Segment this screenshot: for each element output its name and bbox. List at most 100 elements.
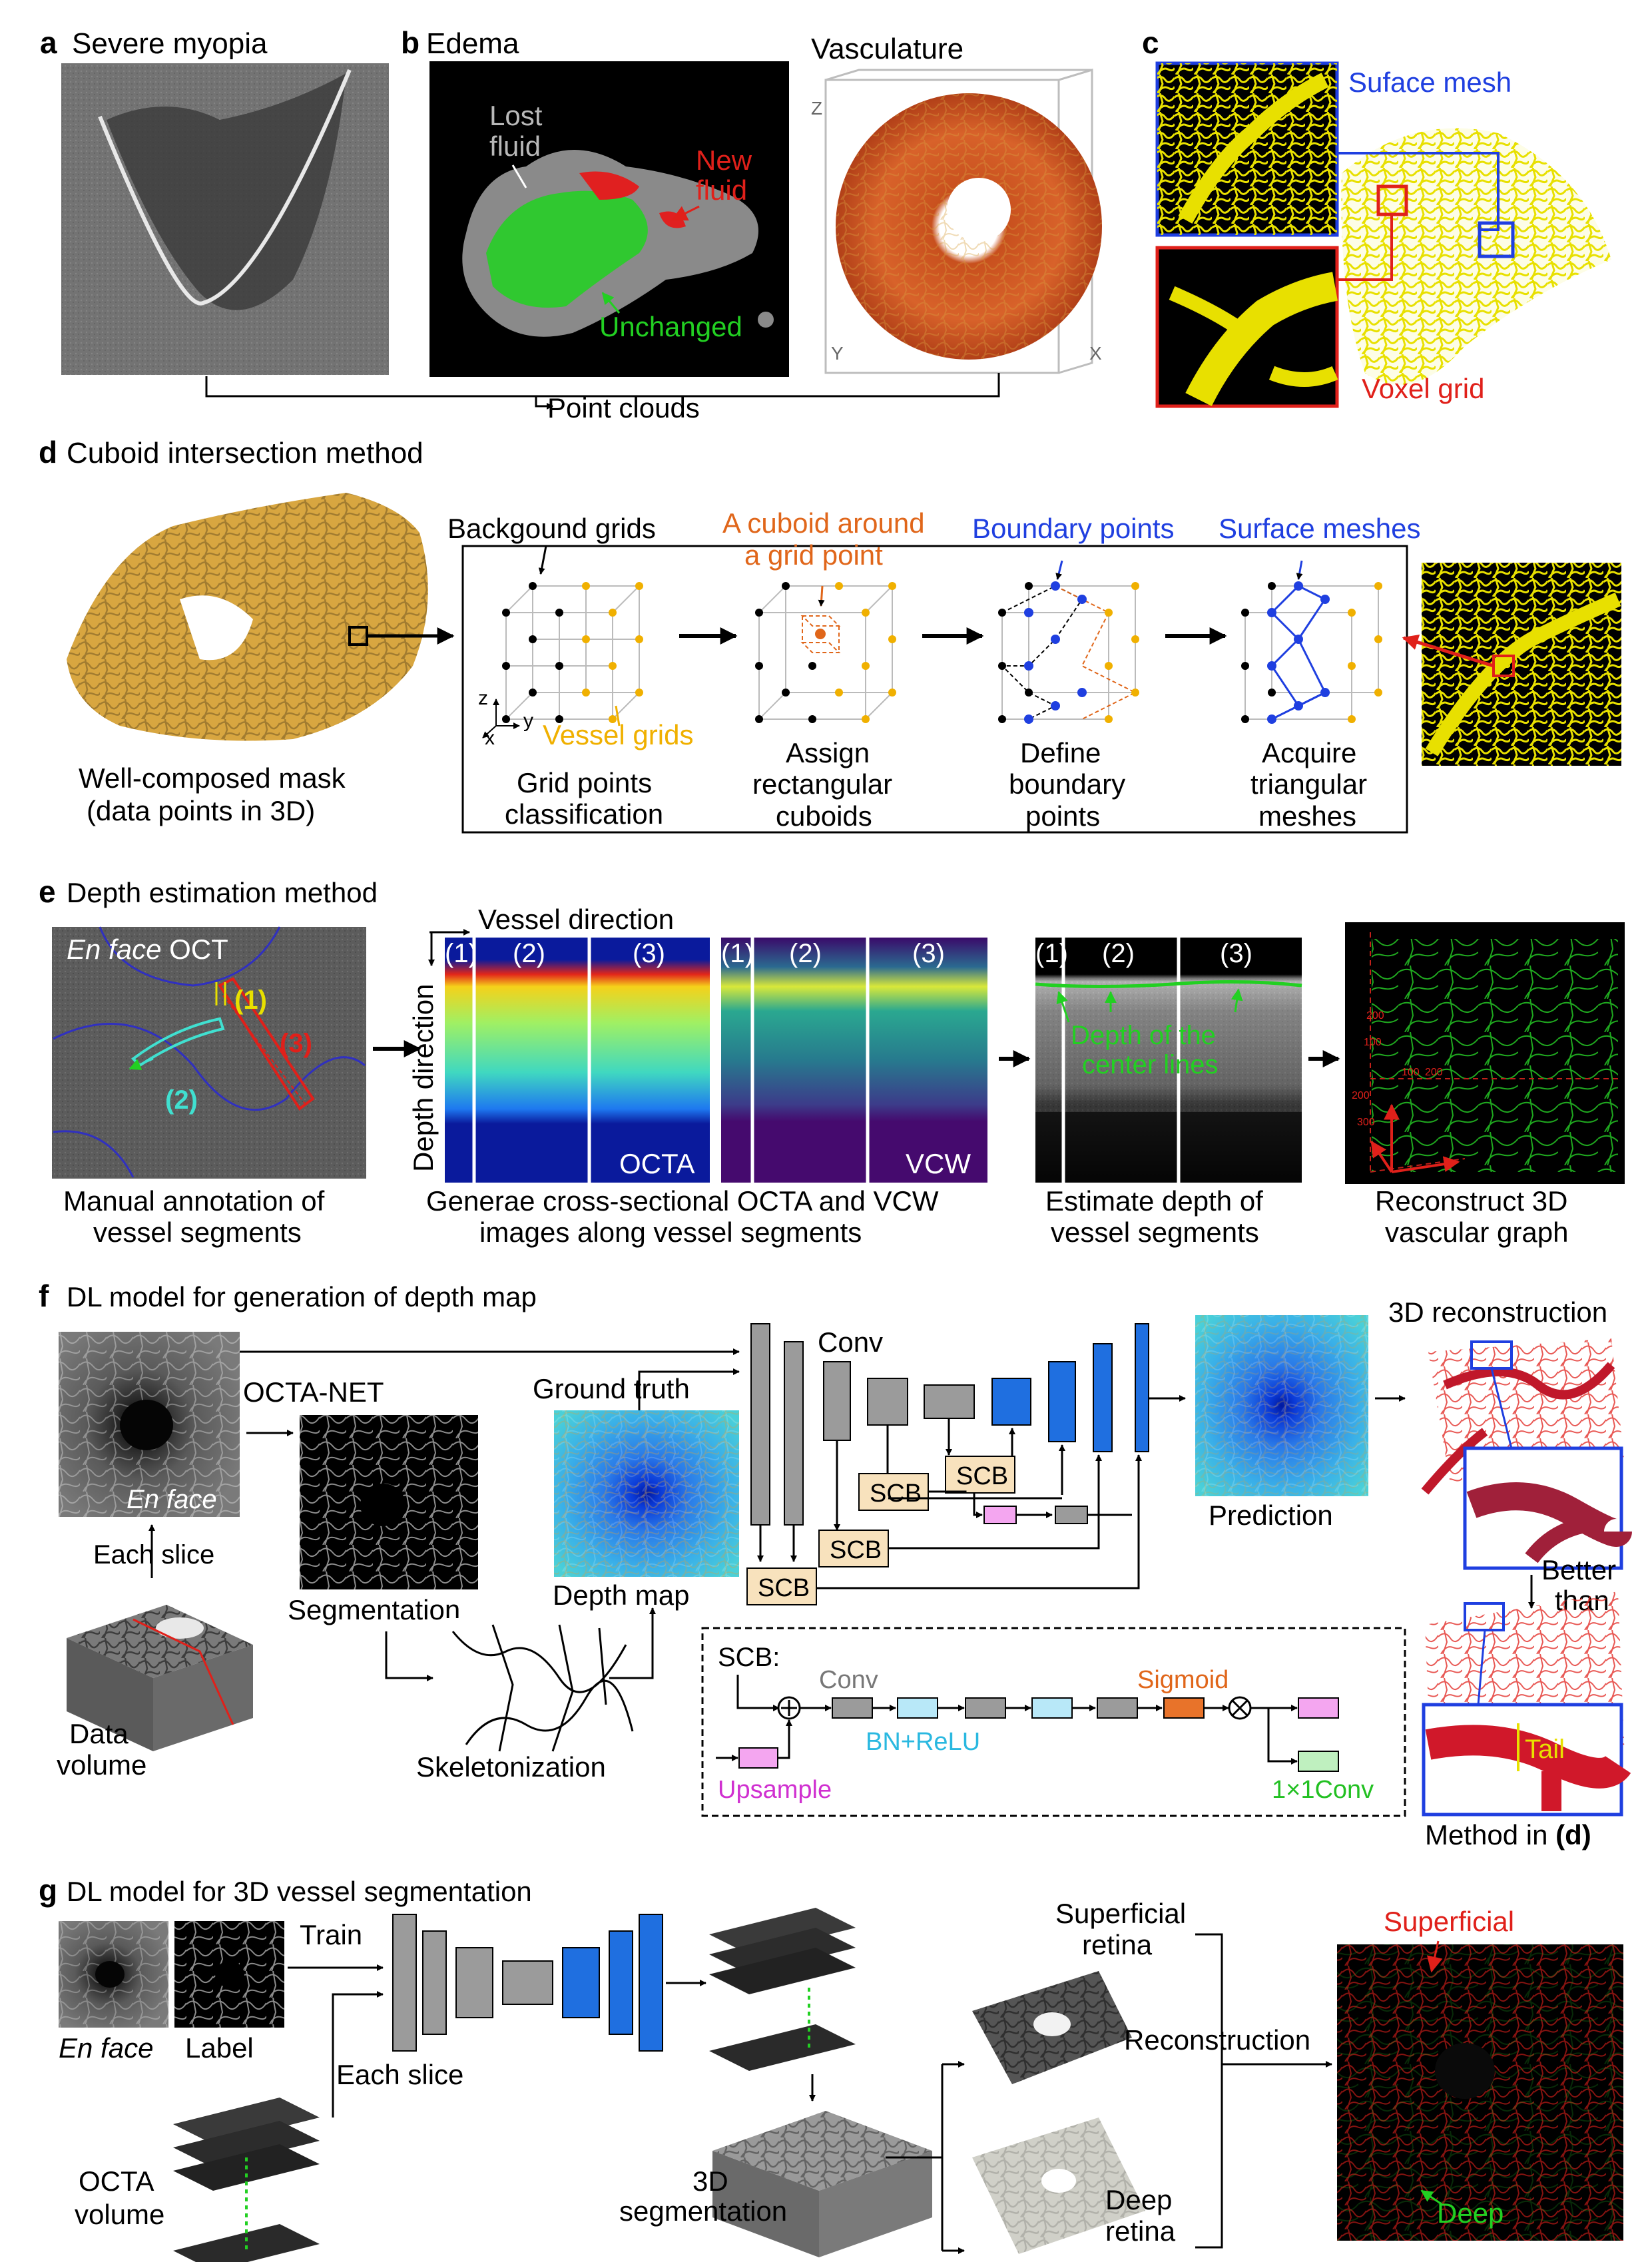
octa-seg1: (1) <box>445 939 477 968</box>
cuboid-method-frame <box>461 545 1408 834</box>
tail-label: Tail <box>1525 1735 1565 1764</box>
data-volume <box>67 1605 253 1751</box>
skeletonization-label: Skeletonization <box>416 1751 606 1783</box>
panel-g-title: DL model for 3D vessel segmentation <box>67 1876 532 1907</box>
panel-d: d Cuboid intersection method Well-compos… <box>39 435 1621 834</box>
unet-g-dec-2 <box>609 1930 633 2035</box>
new-fluid-arrow <box>671 205 700 221</box>
mask-caption-line2: (data points in 3D) <box>87 795 315 826</box>
vasculature-box: Z Y X <box>811 68 1102 374</box>
panel-g-letter: g <box>39 1873 57 1908</box>
ground-truth-label: Ground truth <box>533 1373 690 1404</box>
depth-direction-label: Depth direction <box>408 984 439 1173</box>
recon-3d-image <box>1421 1338 1632 1570</box>
new-label-line2: fluid <box>696 174 747 206</box>
vcw-cross-section <box>721 938 987 1183</box>
seg-3d-label-line1: 3D <box>692 2165 728 2197</box>
vessel-direction-label: Vessel direction <box>478 904 674 935</box>
panel-a: a Severe myopia <box>40 25 389 375</box>
scb-sigmoid-block <box>1163 1697 1205 1719</box>
deep-retina-label-line2: retina <box>1105 2215 1176 2247</box>
graph-tick-2: 100 <box>1364 1037 1382 1048</box>
octa-seg3: (3) <box>633 939 665 968</box>
segmentation-label: Segmentation <box>288 1594 460 1625</box>
seg-3d-volume <box>712 2111 932 2257</box>
octa-seg2: (2) <box>513 939 545 968</box>
e-caption1-line1: Manual annotation of <box>63 1185 325 1217</box>
segment-2-label: (2) <box>165 1085 198 1115</box>
unet-enc-block-2 <box>784 1341 804 1526</box>
scb-upsample-block <box>738 1747 778 1769</box>
unet-g-dec-1 <box>562 1947 600 2018</box>
axis-y-label: Y <box>831 343 844 364</box>
surface-meshes-label: Surface meshes <box>1219 513 1420 544</box>
lost-label-line1: Lost <box>489 100 543 131</box>
prediction-label: Prediction <box>1209 1500 1333 1531</box>
step4-caption-line1: Acquire <box>1262 737 1356 768</box>
scb-bn-1 <box>897 1697 938 1719</box>
vcw-seg1: (1) <box>721 939 754 968</box>
superficial-retina-volume <box>972 1971 1132 2084</box>
scb-block-4 <box>945 1456 1015 1494</box>
segmented-stack <box>709 1908 856 2071</box>
method-in-ref: (d) <box>1555 1819 1591 1850</box>
depth-center-label-line2: center lines <box>1082 1050 1219 1079</box>
bscan-seg2: (2) <box>1102 939 1135 968</box>
superficial-label: Superficial <box>1384 1906 1514 1937</box>
cuboid-label-line1: A cuboid around <box>722 507 925 539</box>
skeleton-image <box>446 1618 636 1758</box>
reconstruction-label: Reconstruction <box>1124 2024 1310 2056</box>
graph-tick-1: 200 <box>1366 1010 1384 1021</box>
train-label: Train <box>300 1919 362 1950</box>
panel-d-letter: d <box>39 435 57 469</box>
point-clouds-label: Point clouds <box>547 392 700 424</box>
scb-block-1 <box>746 1567 817 1605</box>
scb-conv-2 <box>965 1697 1006 1719</box>
lost-label-line2: fluid <box>489 131 541 162</box>
vcw-seg3: (3) <box>912 939 945 968</box>
step2-caption-line1: Assign <box>786 737 870 768</box>
panel-g: g DL model for 3D vessel segmentation En… <box>39 1873 1623 2262</box>
data-volume-label-line2: volume <box>57 1749 146 1781</box>
better-label-line1: Better <box>1541 1554 1616 1585</box>
seg-3d-label-line2: segmentation <box>619 2195 787 2227</box>
panel-b: b Edema Lost fluid New fluid Unchanged V… <box>401 25 1102 377</box>
graph-tick-6: 300 <box>1357 1117 1375 1128</box>
bscan-seg3: (3) <box>1220 939 1252 968</box>
superficial-retina-label-line1: Superficial <box>1055 1898 1186 1929</box>
new-label-line1: New <box>696 144 752 176</box>
superficial-retina-label-line2: retina <box>1082 1929 1153 1960</box>
unet-g-enc-2 <box>422 1930 447 2035</box>
vcw-label: VCW <box>906 1148 971 1179</box>
panel-a-title: Severe myopia <box>72 27 268 60</box>
panel-f: f DL model for generation of depth map E… <box>39 1278 1632 1850</box>
g-each-slice-label: Each slice <box>336 2059 463 2090</box>
unchanged-label: Unchanged <box>599 311 742 342</box>
scb-conv-label: Conv <box>819 1666 878 1694</box>
octa-volume-label-line2: volume <box>75 2199 164 2230</box>
axis-x-label: X <box>1089 343 1102 364</box>
segment-1-label: (1) <box>234 986 267 1015</box>
unet-bottleneck <box>924 1384 975 1419</box>
scb-bn-2 <box>1031 1697 1073 1719</box>
step4-caption-line2: triangular <box>1250 768 1367 800</box>
upsample-label: Upsample <box>718 1776 832 1804</box>
conv1x1-label: 1×1Conv <box>1272 1776 1374 1804</box>
mask-roi <box>348 626 368 646</box>
step3-caption-line2: boundary <box>1009 768 1125 800</box>
panel-b-letter: b <box>401 25 419 60</box>
unet-segmentation <box>392 1914 663 2052</box>
cube-step4 <box>1241 560 1382 724</box>
scb-out-conv1x1 <box>1298 1751 1339 1772</box>
voxel-grid-label: Voxel grid <box>1362 373 1484 404</box>
each-slice-label: Each slice <box>93 1540 214 1569</box>
enface-oct-label: En face OCT <box>67 934 228 965</box>
e-caption2-line2: images along vessel segments <box>479 1217 862 1248</box>
scb-2-label: SCB <box>830 1536 882 1564</box>
unet-g-enc-1 <box>392 1914 417 2052</box>
e-caption4-line2: vascular graph <box>1385 1217 1568 1248</box>
vasculature-title: Vasculature <box>811 33 964 65</box>
scb-4-label: SCB <box>956 1462 1008 1490</box>
panel-c-letter: c <box>1142 25 1159 60</box>
panel-c: c Suface mesh Voxel grid <box>1142 25 1611 408</box>
